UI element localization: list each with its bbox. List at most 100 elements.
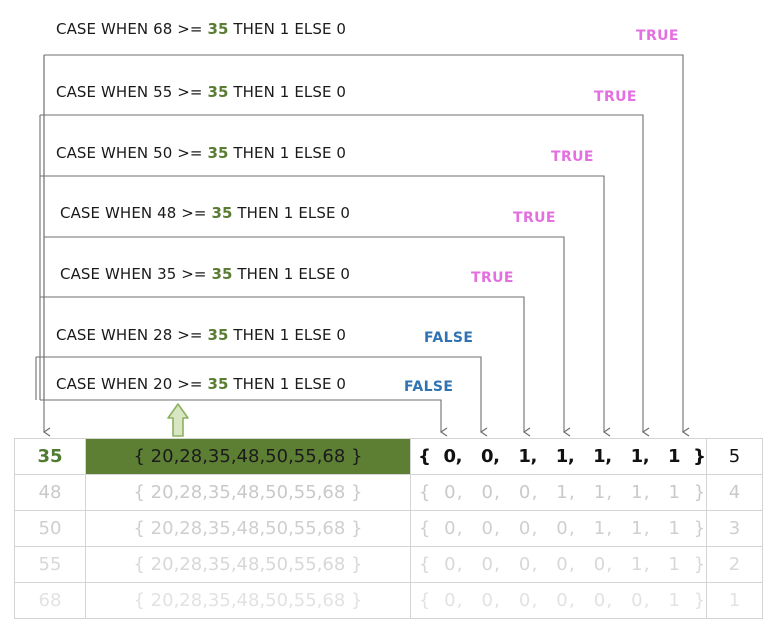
row-count: 3	[706, 510, 763, 547]
bit-5: 1,	[631, 482, 650, 503]
case-expression-50: CASE WHEN 50 >= 35 THEN 1 ELSE 0	[56, 144, 346, 162]
case-suffix: THEN 1 ELSE 0	[228, 20, 347, 38]
row-bits: { 0, 0, 0, 0, 0, 0, 1 }	[410, 582, 707, 619]
bit-4: 1,	[593, 446, 613, 467]
row-bits: { 0, 0, 0, 0, 1, 1, 1 }	[410, 510, 707, 547]
bit-1: 0,	[481, 482, 500, 503]
bit-3: 1,	[555, 446, 575, 467]
case-suffix: THEN 1 ELSE 0	[228, 375, 347, 393]
case-prefix: CASE WHEN 50 >=	[56, 144, 208, 162]
brace-open: {	[418, 482, 431, 503]
bracket-20	[40, 399, 448, 437]
bit-0: 0,	[444, 554, 463, 575]
table-row[interactable]: 35 { 20,28,35,48,50,55,68 } { 0, 0, 1, 1…	[14, 438, 763, 475]
case-prefix: CASE WHEN 55 >=	[56, 83, 208, 101]
bit-3: 1,	[556, 482, 575, 503]
case-expression-55: CASE WHEN 55 >= 35 THEN 1 ELSE 0	[56, 83, 346, 101]
case-suffix: THEN 1 ELSE 0	[228, 144, 347, 162]
verdict-label-28: FALSE	[424, 330, 474, 346]
row-key: 50	[14, 510, 86, 547]
brace-open: {	[418, 590, 431, 611]
up-arrow-pointer	[167, 403, 189, 437]
case-expression-28: CASE WHEN 28 >= 35 THEN 1 ELSE 0	[56, 326, 346, 344]
table-row[interactable]: 48 { 20,28,35,48,50,55,68 } { 0, 0, 0, 1…	[14, 474, 763, 511]
row-key: 68	[14, 582, 86, 619]
case-suffix: THEN 1 ELSE 0	[232, 204, 351, 222]
bit-5: 1,	[631, 518, 650, 539]
table-row[interactable]: 68 { 20,28,35,48,50,55,68 } { 0, 0, 0, 0…	[14, 582, 763, 619]
case-expression-48: CASE WHEN 48 >= 35 THEN 1 ELSE 0	[60, 204, 350, 222]
brace-open: {	[418, 554, 431, 575]
row-count: 2	[706, 546, 763, 583]
bit-3: 0,	[556, 554, 575, 575]
bit-0: 0,	[443, 446, 463, 467]
case-expression-35: CASE WHEN 35 >= 35 THEN 1 ELSE 0	[60, 265, 350, 283]
bit-1: 0,	[481, 518, 500, 539]
row-count: 4	[706, 474, 763, 511]
bit-4: 0,	[593, 590, 613, 611]
table-row[interactable]: 50 { 20,28,35,48,50,55,68 } { 0, 0, 0, 0…	[14, 510, 763, 547]
verdict-label-48: TRUE	[513, 210, 556, 226]
bit-6: 1	[668, 482, 680, 503]
bit-5: 1,	[631, 554, 650, 575]
bit-2: 0,	[518, 518, 538, 539]
bit-2: 0,	[518, 482, 538, 503]
case-prefix: CASE WHEN 28 >=	[56, 326, 208, 344]
bit-3: 0,	[556, 518, 575, 539]
bit-0: 0,	[444, 482, 463, 503]
row-set: { 20,28,35,48,50,55,68 }	[85, 474, 411, 511]
verdict-label-68: TRUE	[636, 28, 679, 44]
row-set: { 20,28,35,48,50,55,68 }	[85, 582, 411, 619]
bit-6: 1	[667, 446, 681, 467]
row-set: { 20,28,35,48,50,55,68 }	[85, 546, 411, 583]
brace-open: {	[418, 518, 431, 539]
verdict-label-20: FALSE	[404, 379, 454, 395]
verdict-label-50: TRUE	[551, 149, 594, 165]
case-expression-20: CASE WHEN 20 >= 35 THEN 1 ELSE 0	[56, 375, 346, 393]
brace-close: }	[693, 518, 706, 539]
bracket-35	[40, 296, 531, 437]
bit-3: 0,	[556, 590, 575, 611]
case-prefix: CASE WHEN 20 >=	[56, 375, 208, 393]
table-body: 35 { 20,28,35,48,50,55,68 } { 0, 0, 1, 1…	[14, 438, 763, 619]
bit-5: 0,	[631, 590, 650, 611]
brace-close: }	[693, 590, 706, 611]
result-table: 35 { 20,28,35,48,50,55,68 } { 0, 0, 1, 1…	[14, 438, 763, 619]
bit-2: 0,	[518, 554, 538, 575]
threshold-value: 35	[207, 20, 229, 38]
brace-close: }	[693, 482, 706, 503]
bit-4: 0,	[593, 554, 613, 575]
bit-4: 1,	[593, 482, 613, 503]
bit-1: 0,	[480, 446, 500, 467]
bit-1: 0,	[481, 590, 500, 611]
bit-6: 1	[668, 518, 680, 539]
bit-0: 0,	[444, 518, 463, 539]
row-key: 48	[14, 474, 86, 511]
row-key: 35	[14, 438, 86, 475]
row-set: { 20,28,35,48,50,55,68 }	[85, 438, 411, 475]
bit-2: 1,	[518, 446, 538, 467]
case-suffix: THEN 1 ELSE 0	[228, 326, 347, 344]
bit-2: 0,	[518, 590, 538, 611]
threshold-value: 35	[207, 83, 229, 101]
bit-0: 0,	[444, 590, 463, 611]
table-row[interactable]: 55 { 20,28,35,48,50,55,68 } { 0, 0, 0, 0…	[14, 546, 763, 583]
row-bits: { 0, 0, 0, 1, 1, 1, 1 }	[410, 474, 707, 511]
row-bits: { 0, 0, 0, 0, 0, 1, 1 }	[410, 546, 707, 583]
brace-open: {	[418, 446, 431, 467]
brace-close: }	[693, 554, 706, 575]
bit-4: 1,	[593, 518, 613, 539]
threshold-value: 35	[207, 144, 229, 162]
bit-6: 1	[668, 590, 680, 611]
threshold-value: 35	[207, 375, 229, 393]
bit-5: 1,	[630, 446, 650, 467]
row-bits: { 0, 0, 1, 1, 1, 1, 1 }	[410, 438, 707, 475]
threshold-value: 35	[211, 204, 233, 222]
brace-close: }	[693, 446, 706, 467]
verdict-label-35: TRUE	[471, 270, 514, 286]
row-key: 55	[14, 546, 86, 583]
bit-6: 1	[668, 554, 680, 575]
row-set: { 20,28,35,48,50,55,68 }	[85, 510, 411, 547]
case-expression-68: CASE WHEN 68 >= 35 THEN 1 ELSE 0	[56, 20, 346, 38]
